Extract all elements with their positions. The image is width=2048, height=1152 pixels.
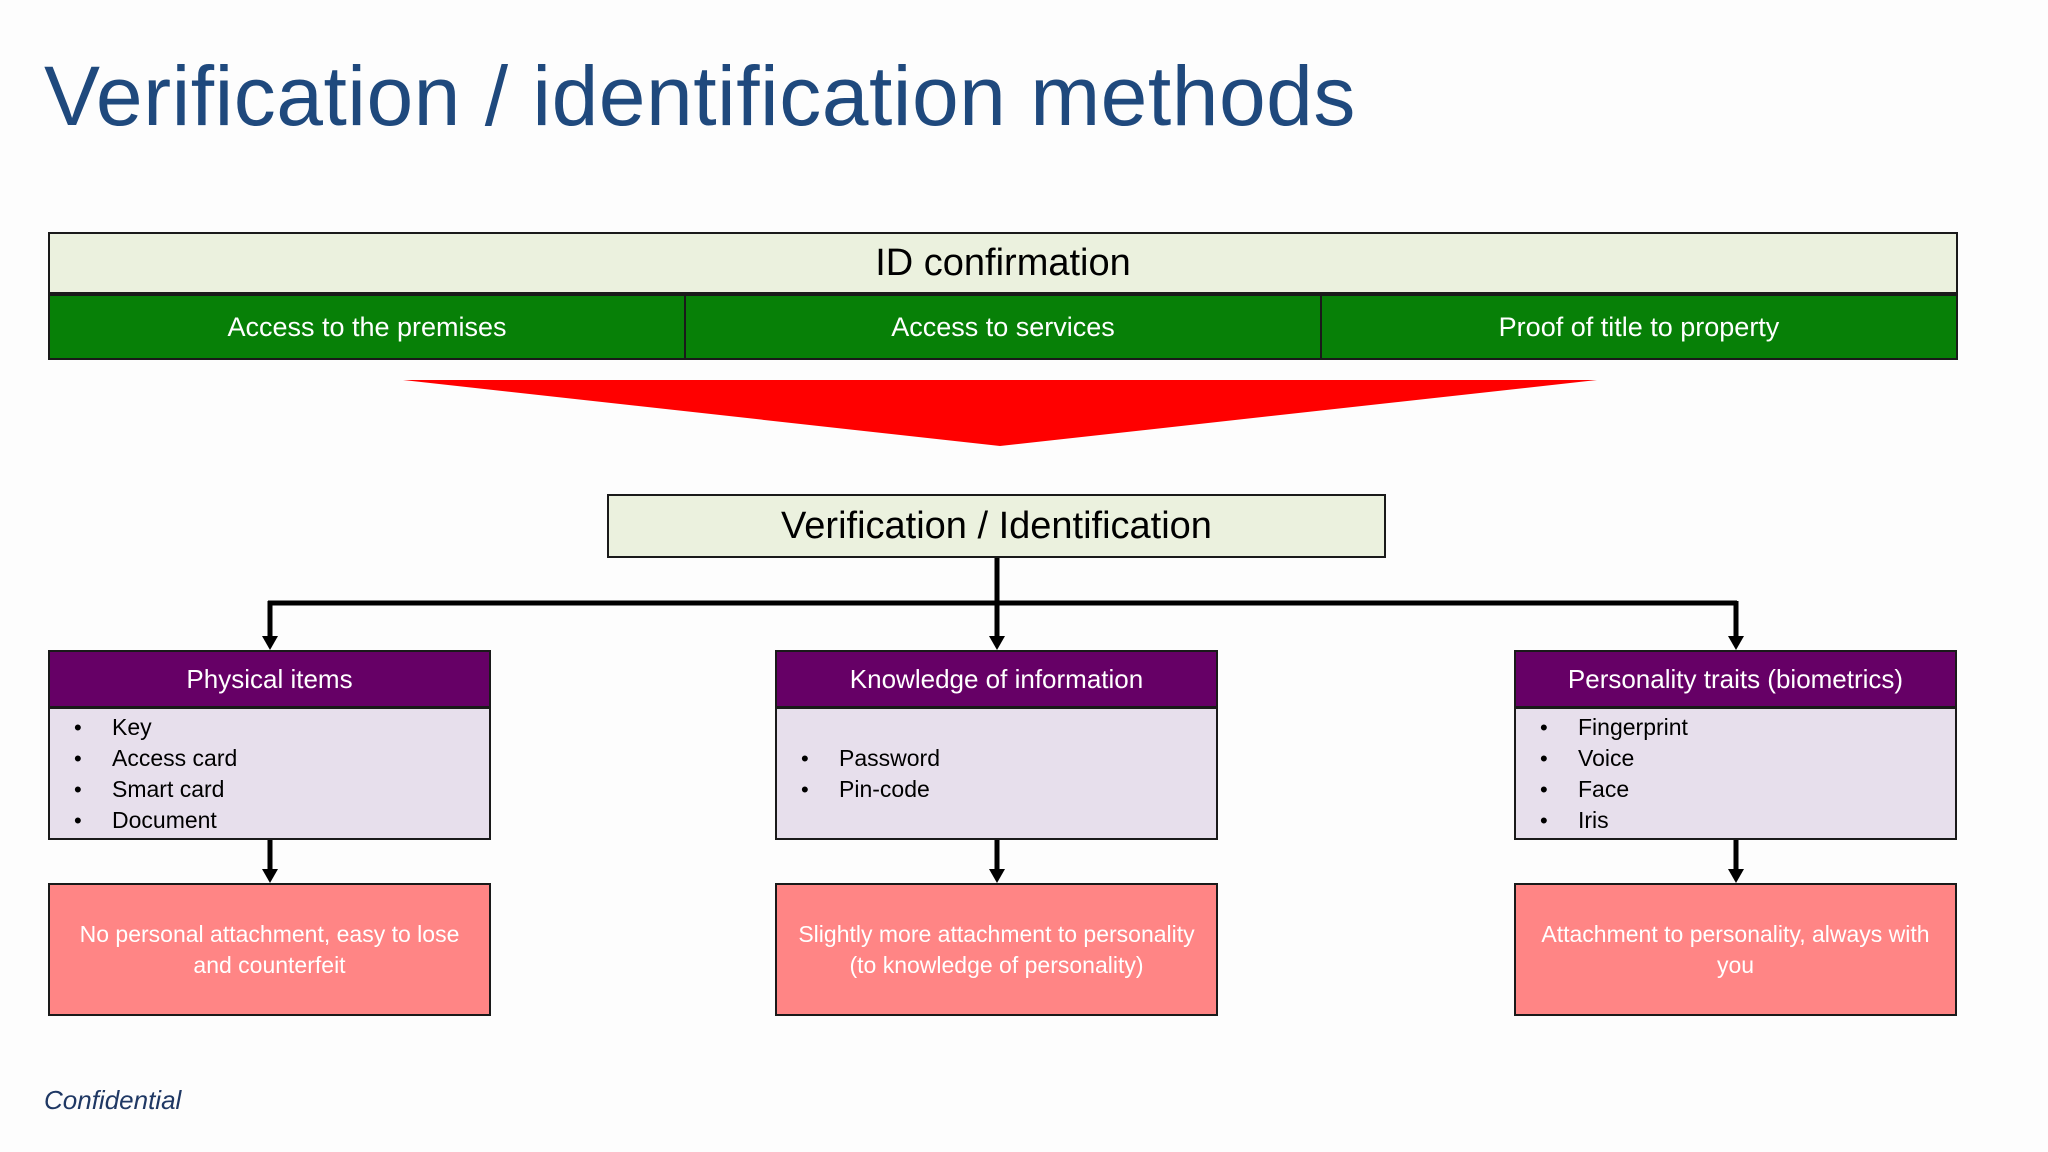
arrowhead-biometrics	[1728, 636, 1744, 650]
slide-title: Verification / identification methods	[44, 49, 1356, 143]
cell-access-premises: Access to the premises	[48, 294, 686, 360]
arrowhead-knowledge	[989, 636, 1005, 650]
arrowhead-biometrics-note	[1728, 869, 1744, 883]
category-biometrics-note: Attachment to personality, always with y…	[1514, 883, 1957, 1016]
arrowhead-physical	[262, 636, 278, 650]
arrowhead-physical-note	[262, 869, 278, 883]
category-knowledge-header: Knowledge of information	[775, 650, 1218, 708]
list-item: Iris	[1540, 805, 1688, 836]
list-item: Password	[801, 743, 940, 774]
list-item: Key	[74, 712, 237, 743]
cell-proof-of-title: Proof of title to property	[1320, 294, 1958, 360]
category-biometrics-header: Personality traits (biometrics)	[1514, 650, 1957, 708]
arrowhead-knowledge-note	[989, 869, 1005, 883]
category-physical-list: Key Access card Smart card Document	[48, 707, 491, 840]
list-item: Fingerprint	[1540, 712, 1688, 743]
list-item: Voice	[1540, 743, 1688, 774]
list-item: Face	[1540, 774, 1688, 805]
verification-identification-box: Verification / Identification	[607, 494, 1386, 558]
category-knowledge-list: Password Pin-code	[775, 707, 1218, 840]
list-item: Pin-code	[801, 774, 940, 805]
cell-access-services: Access to services	[684, 294, 1322, 360]
category-knowledge-note: Slightly more attachment to personality …	[775, 883, 1218, 1016]
category-physical-header: Physical items	[48, 650, 491, 708]
category-physical-note: No personal attachment, easy to lose and…	[48, 883, 491, 1016]
funnel-arrow	[403, 380, 1597, 446]
list-item: Document	[74, 805, 237, 836]
list-item: Smart card	[74, 774, 237, 805]
list-item: Access card	[74, 743, 237, 774]
footer-confidential: Confidential	[44, 1085, 182, 1115]
category-biometrics-list: Fingerprint Voice Face Iris	[1514, 707, 1957, 840]
id-confirmation-header: ID confirmation	[48, 232, 1958, 294]
